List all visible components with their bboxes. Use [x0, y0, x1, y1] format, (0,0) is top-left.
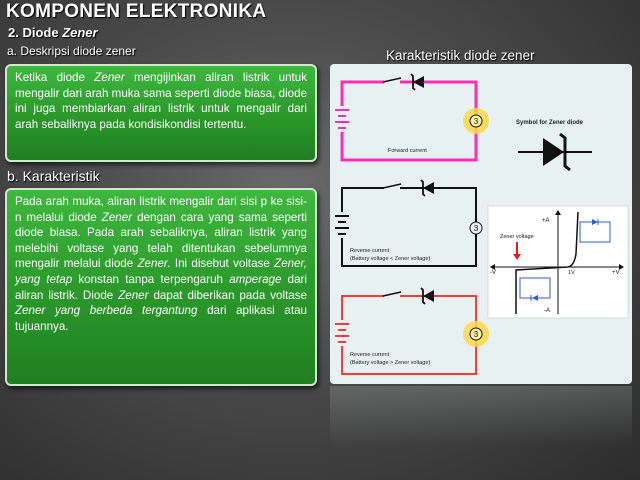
section-a-heading: a. Deskripsi diode zener — [7, 44, 136, 58]
characteristic-box: Pada arah muka, aliran listrik mengalir … — [5, 188, 317, 386]
char-text-1: Pada arah muka, aliran listrik mengalir … — [15, 195, 307, 224]
graph-1v: 1V — [568, 270, 575, 276]
zener-diode-2 — [423, 182, 434, 194]
figure-reflection — [330, 386, 632, 446]
forward-circuit: 3 Forward current — [335, 73, 489, 162]
svg-text:3: 3 — [474, 330, 479, 339]
svg-text:3: 3 — [474, 224, 479, 233]
label-reverse-2-line2: (Battery voltage > Zener voltage) — [350, 360, 430, 366]
label-reverse-1-line2: (Battery voltage < Zener voltage) — [350, 256, 430, 262]
desc-text-2: mengijinkan aliran listrik untuk mengali… — [15, 71, 307, 131]
graph-plus-v: +V — [612, 270, 620, 276]
char-italic-6: Zener yang berbeda tergantung — [15, 304, 198, 318]
subtitle-prefix: 2. Diode — [8, 25, 63, 40]
svg-text:3: 3 — [474, 117, 479, 126]
char-text-7: dari aplikasi atau tujuannya. — [15, 304, 307, 333]
char-italic-5: Zener — [118, 288, 149, 302]
description-box: Ketika diode Zener mengijinkan aliran li… — [5, 64, 317, 162]
zener-diagram: 3 Forward current Symbol for Zener diode… — [335, 73, 629, 375]
figure-title: Karakteristik diode zener — [386, 48, 535, 63]
graph-plus-a: +A — [542, 218, 550, 224]
graph-zener-voltage: Zener voltage — [500, 234, 534, 240]
label-reverse-1-line1: Reverse current — [350, 248, 390, 254]
graph-minus-a: -A — [544, 308, 550, 314]
char-text-3: Ini disebut voltase — [170, 257, 275, 271]
zener-symbol: Symbol for Zener diode — [516, 120, 592, 172]
char-text-6: dapat diberikan pada voltase — [148, 288, 307, 302]
desc-italic-1: Zener — [94, 71, 125, 84]
label-symbol: Symbol for Zener diode — [516, 120, 584, 126]
char-text-4: konstan tanpa terpengaruh — [72, 272, 230, 286]
label-forward-current: Forward current — [388, 148, 427, 154]
zener-figure: 3 Forward current Symbol for Zener diode… — [330, 64, 632, 384]
char-italic-3: Zener, yang tetap — [15, 257, 307, 286]
char-italic-1: Zener — [101, 210, 133, 224]
char-italic-2: Zener. — [137, 257, 171, 271]
section-b-heading: b. Karakteristik — [7, 168, 100, 184]
char-text-2: dengan cara yang sama seperti diode bias… — [15, 210, 307, 271]
reverse-circuit-1: 3 Reverse current (Battery voltage < Zen… — [335, 179, 483, 267]
desc-text-1: Ketika diode — [15, 71, 95, 84]
iv-graph: +A -A -V +V 1V Zener voltage — [487, 205, 629, 319]
zener-diode-3 — [423, 290, 434, 302]
slide-subtitle: 2. Diode Zener — [8, 25, 98, 40]
subtitle-italic: Zener — [62, 25, 98, 40]
label-reverse-2-line1: Reverse current — [350, 352, 390, 358]
reverse-circuit-2: 3 Reverse current (Battery voltage > Zen… — [335, 287, 489, 375]
slide-title: KOMPONEN ELEKTRONIKA — [6, 1, 267, 22]
graph-minus-v: -V — [490, 270, 496, 276]
zener-diode-1 — [413, 76, 424, 88]
char-text-5: dari aliran listrik. Diode — [15, 272, 307, 302]
char-italic-4: amperage — [229, 272, 282, 286]
